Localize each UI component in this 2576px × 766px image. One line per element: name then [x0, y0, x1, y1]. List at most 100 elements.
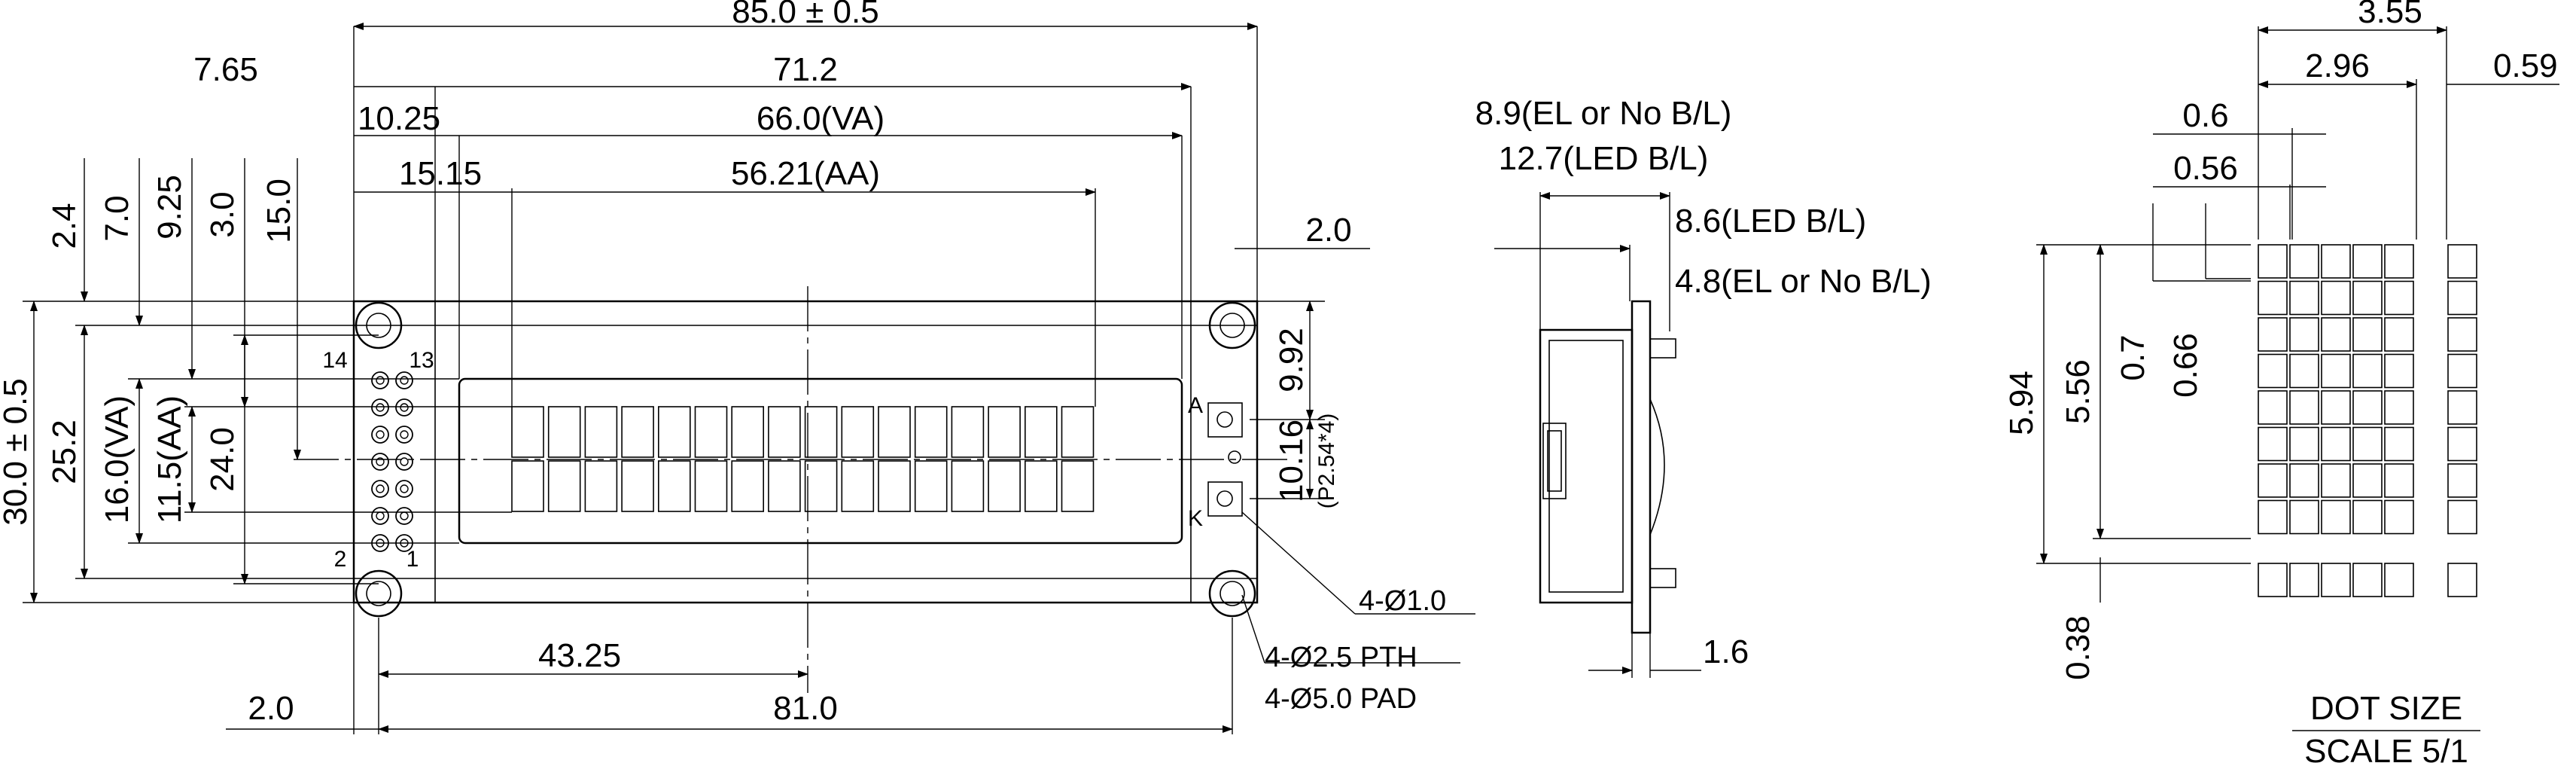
character-cell — [951, 460, 985, 512]
dim-overall-width: 85.0 ± 0.5 — [732, 0, 878, 30]
dot-cell-next — [2447, 317, 2477, 352]
dot-cell — [2384, 317, 2414, 352]
dim-char-pitch-w: 3.55 — [2358, 0, 2422, 30]
dim-overall-height: 30.0 ± 0.5 — [0, 378, 34, 525]
dim-top-7-0: 7.0 — [99, 195, 135, 241]
side-dimension-labels: 8.9(EL or No B/L) 12.7(LED B/L) 8.6(LED … — [1475, 95, 1932, 670]
dot-cell — [2352, 353, 2383, 389]
dim-hole-span: 71.2 — [773, 51, 838, 88]
pin-hole — [376, 430, 385, 439]
character-cell — [951, 406, 985, 458]
character-cell — [694, 406, 728, 458]
cursor-dot — [2321, 563, 2351, 597]
character-cell — [584, 406, 618, 458]
pin-pad — [371, 398, 389, 417]
pin-pad — [395, 507, 413, 525]
dot-cell — [2352, 317, 2383, 352]
dim-pad-9-92: 9.92 — [1273, 328, 1310, 392]
character-cell — [768, 460, 801, 512]
character-cell — [621, 406, 654, 458]
pin-pad — [371, 480, 389, 498]
mounting-holes — [355, 301, 1256, 618]
dot-cell — [2289, 499, 2319, 535]
dot-cell — [2352, 499, 2383, 535]
dim-hole-pitch: 81.0 — [773, 690, 838, 727]
pin-label-14: 14 — [322, 348, 347, 373]
dim-side-led-total: 12.7(LED B/L) — [1499, 140, 1709, 177]
character-cell — [1025, 460, 1058, 512]
character-cell — [988, 460, 1021, 512]
side-dimension-lines — [1494, 192, 1701, 678]
dot-cell — [2321, 244, 2351, 279]
dot-cell — [2352, 244, 2383, 279]
front-dimension-labels: 85.0 ± 0.5 71.2 7.65 66.0(VA) 10.25 56.2… — [0, 0, 1446, 727]
dim-aa-width: 56.21(AA) — [731, 155, 880, 192]
dot-cell — [2258, 463, 2288, 498]
dim-hole-edge: 2.0 — [248, 690, 294, 727]
dot-cell — [2258, 426, 2288, 462]
cursor-dot — [2384, 563, 2414, 597]
dot-cell — [2289, 280, 2319, 316]
dot-cell — [2258, 390, 2288, 425]
dot-cell — [2258, 353, 2288, 389]
pin-hole — [376, 511, 385, 520]
character-cell — [511, 406, 544, 458]
dot-cell-next — [2447, 390, 2477, 425]
dot-cell-next — [2447, 463, 2477, 498]
dim-char-w: 2.96 — [2305, 47, 2370, 84]
character-cell — [657, 460, 691, 512]
dot-cell — [2352, 280, 2383, 316]
note-hole-pth: 4-Ø2.5 PTH — [1265, 642, 1417, 673]
dot-cell — [2384, 280, 2414, 316]
note-hole-pad: 4-Ø5.0 PAD — [1265, 683, 1417, 715]
character-cell — [731, 406, 765, 458]
pad-label-k: K — [1188, 506, 1203, 531]
connector-pins — [371, 371, 413, 552]
pin-pad — [395, 480, 413, 498]
character-cell — [804, 460, 838, 512]
dot-cell — [2321, 390, 2351, 425]
dot-cell — [2384, 426, 2414, 462]
character-cells — [511, 406, 1095, 512]
dot-size-title: DOT SIZE — [2310, 690, 2462, 727]
dot-cell-next — [2447, 426, 2477, 462]
character-cell — [511, 460, 544, 512]
dim-pad-10-16: 10.16 — [1273, 420, 1310, 502]
dim-right-margin: 2.0 — [1305, 212, 1351, 249]
dim-aa-height: 11.5(AA) — [151, 395, 188, 523]
dot-cell — [2258, 499, 2288, 535]
pcb-outline — [352, 300, 1259, 604]
dot-cell — [2321, 353, 2351, 389]
dot-cell-next — [2447, 499, 2477, 535]
dim-pad-pitch: (P2.54*4) — [1314, 414, 1339, 509]
dim-inner-height: 25.2 — [46, 420, 83, 484]
dim-aa-offset: 15.15 — [399, 155, 482, 192]
cursor-dot — [2289, 563, 2319, 597]
dim-side-pcb: 1.6 — [1703, 633, 1749, 670]
dim-centre-offset: 43.25 — [538, 637, 621, 674]
dot-cell — [2321, 317, 2351, 352]
dot-cell-next — [2447, 244, 2477, 279]
character-cell — [768, 406, 801, 458]
dim-dot-h: 0.66 — [2167, 333, 2204, 398]
dot-cell — [2258, 280, 2288, 316]
character-cell — [584, 460, 618, 512]
character-cell — [841, 406, 875, 458]
dim-dot-pitch-w: 0.6 — [2182, 97, 2228, 134]
pin-hole — [400, 511, 409, 520]
dot-cell — [2384, 390, 2414, 425]
pin-hole — [376, 484, 385, 493]
character-cell — [694, 460, 728, 512]
dot-cell — [2321, 426, 2351, 462]
pin-hole — [376, 376, 385, 385]
character-cell — [657, 406, 691, 458]
character-cell — [878, 460, 911, 512]
dot-dimension-lines — [2036, 26, 2559, 731]
pin-hole — [400, 484, 409, 493]
pin-pad — [371, 453, 389, 471]
dot-cell — [2384, 244, 2414, 279]
dim-left-offset: 7.65 — [193, 51, 258, 88]
dim-dot-pitch-h: 0.7 — [2115, 334, 2151, 380]
dot-cell-next — [2447, 353, 2477, 389]
